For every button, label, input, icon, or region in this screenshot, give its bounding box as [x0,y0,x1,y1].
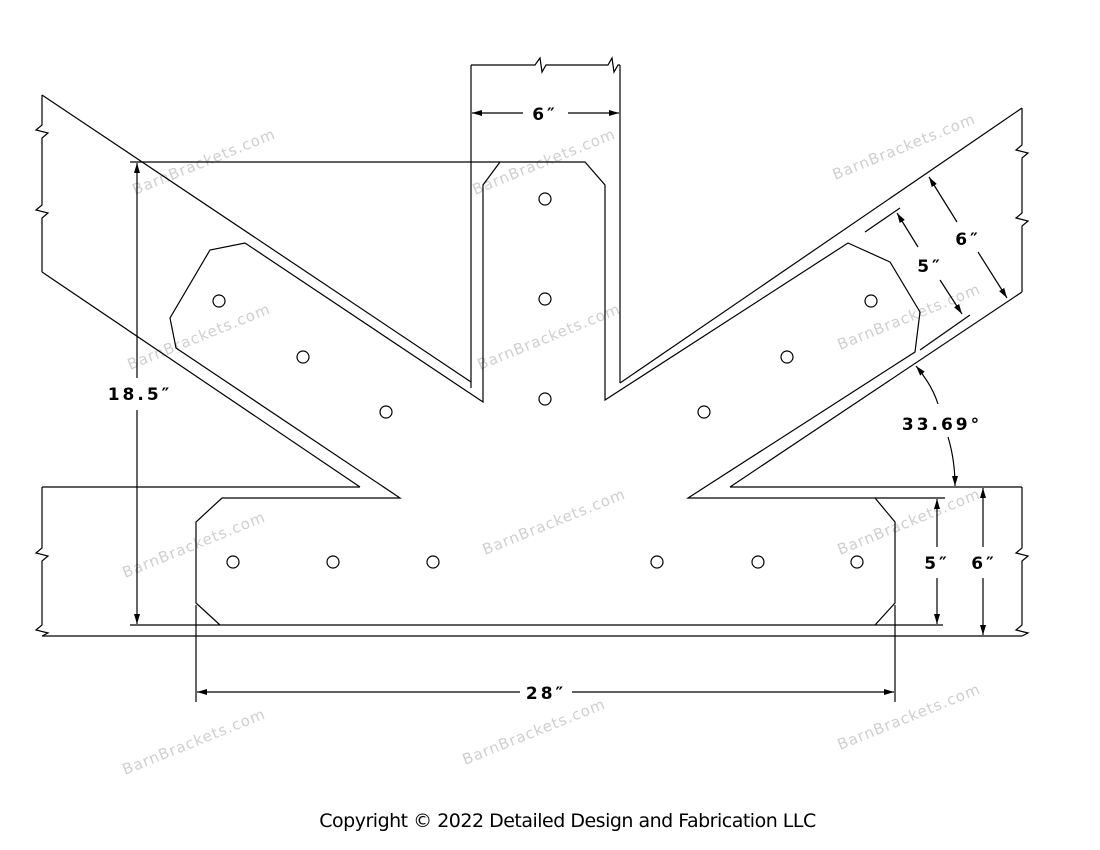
watermark: BarnBrackets.com [830,110,978,184]
bolt-hole [538,392,552,406]
bolt-hole [212,294,226,308]
bolt-hole [296,350,310,364]
post-break-line [471,56,620,74]
bolt-hole [226,555,240,569]
bolt-hole [850,555,864,569]
watermark: BarnBrackets.com [835,485,983,559]
beam-plate-width-label: 5″ [924,554,949,574]
bolt-hole [426,555,440,569]
watermark: BarnBrackets.com [835,280,983,354]
plate-length-label: 28″ [526,684,566,704]
rafter-plate-width-label: 5″ [917,257,942,277]
rafter-depth-label: 6″ [955,230,980,250]
dimension-lines [130,110,1008,702]
roof-angle-label: 33.69° [902,415,982,435]
left-rafter [34,94,472,488]
bolt-hole [650,555,664,569]
watermark: BarnBrackets.com [120,705,268,779]
post [470,56,621,388]
watermark: BarnBrackets.com [460,695,608,769]
bolt-hole [864,294,878,308]
dimension-labels: 6″ 18.5″ 6″ 5″ 33.69° 5″ 6″ 28″ [108,105,996,704]
bolt-hole [379,405,393,419]
overall-height-label: 18.5″ [108,385,173,405]
copyright-notice: Copyright © 2022 Detailed Design and Fab… [319,810,816,832]
watermark: BarnBrackets.com [480,485,628,559]
watermark: BarnBrackets.com [835,680,983,754]
right-rafter [619,107,1030,488]
bolt-holes [212,192,878,569]
bolt-hole [326,555,340,569]
beam [34,486,1030,637]
beam-depth-label: 6″ [971,554,996,574]
watermark: BarnBrackets.com [475,300,623,374]
bolt-hole [697,405,711,419]
watermark: BarnBrackets.com [120,508,268,582]
bolt-hole [780,350,794,364]
bolt-hole [538,292,552,306]
bolt-hole [538,192,552,206]
bolt-hole [751,555,765,569]
watermarks: BarnBrackets.com BarnBrackets.com BarnBr… [120,110,983,779]
post-width-label: 6″ [532,105,557,125]
